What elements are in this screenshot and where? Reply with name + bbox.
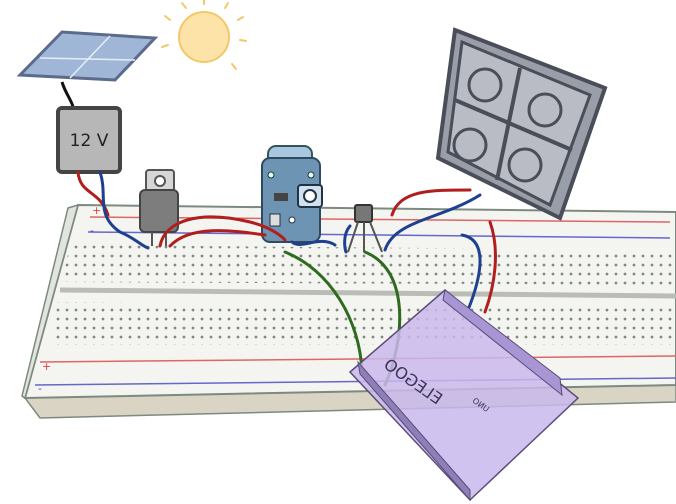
plus-label-bottom: + bbox=[42, 360, 51, 373]
solar-panel bbox=[16, 30, 159, 82]
minus-label-bottom: - bbox=[38, 382, 42, 395]
sun-icon bbox=[161, 0, 247, 70]
voltage-regulator bbox=[139, 169, 179, 246]
wires bbox=[76, 170, 497, 387]
power-label: 12 V bbox=[70, 131, 109, 151]
arduino-board: ELEGOO UNO bbox=[348, 289, 580, 502]
power-supply-12v: 12 V bbox=[56, 106, 122, 174]
fan-module bbox=[435, 27, 608, 221]
solar-cable bbox=[60, 81, 76, 111]
plus-label-top: + bbox=[92, 204, 101, 217]
transistor bbox=[347, 204, 383, 253]
minus-label-top: - bbox=[90, 224, 94, 237]
breadboard: + - + - bbox=[21, 203, 676, 419]
sensor-module bbox=[261, 145, 323, 243]
